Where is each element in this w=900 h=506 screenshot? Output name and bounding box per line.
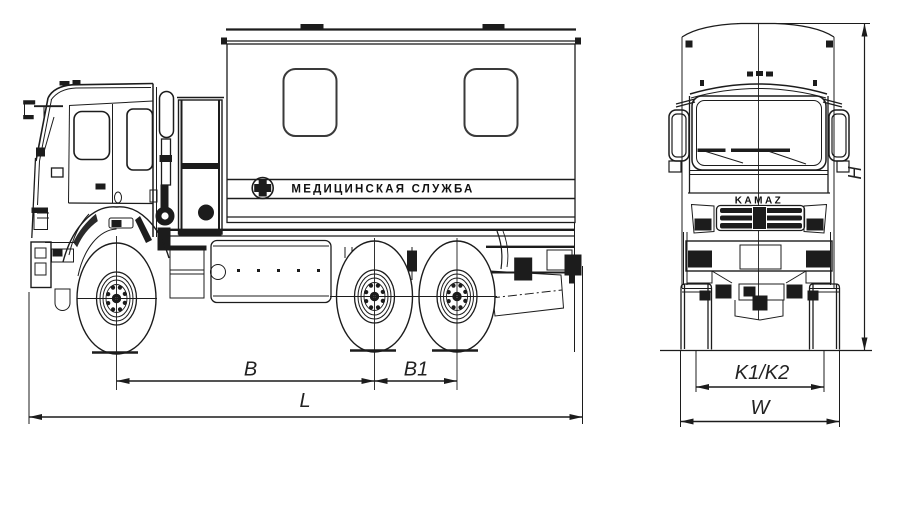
- svg-text:H: H: [845, 166, 865, 180]
- svg-text:B1: B1: [404, 359, 428, 381]
- svg-text:L: L: [299, 390, 310, 412]
- svg-text:K1/K2: K1/K2: [735, 362, 789, 384]
- svg-text:МЕДИЦИНСКАЯ СЛУЖБА: МЕДИЦИНСКАЯ СЛУЖБА: [291, 184, 474, 196]
- svg-text:W: W: [751, 397, 772, 419]
- svg-text:B: B: [244, 359, 257, 381]
- svg-text:KAMAZ: KAMAZ: [735, 196, 784, 207]
